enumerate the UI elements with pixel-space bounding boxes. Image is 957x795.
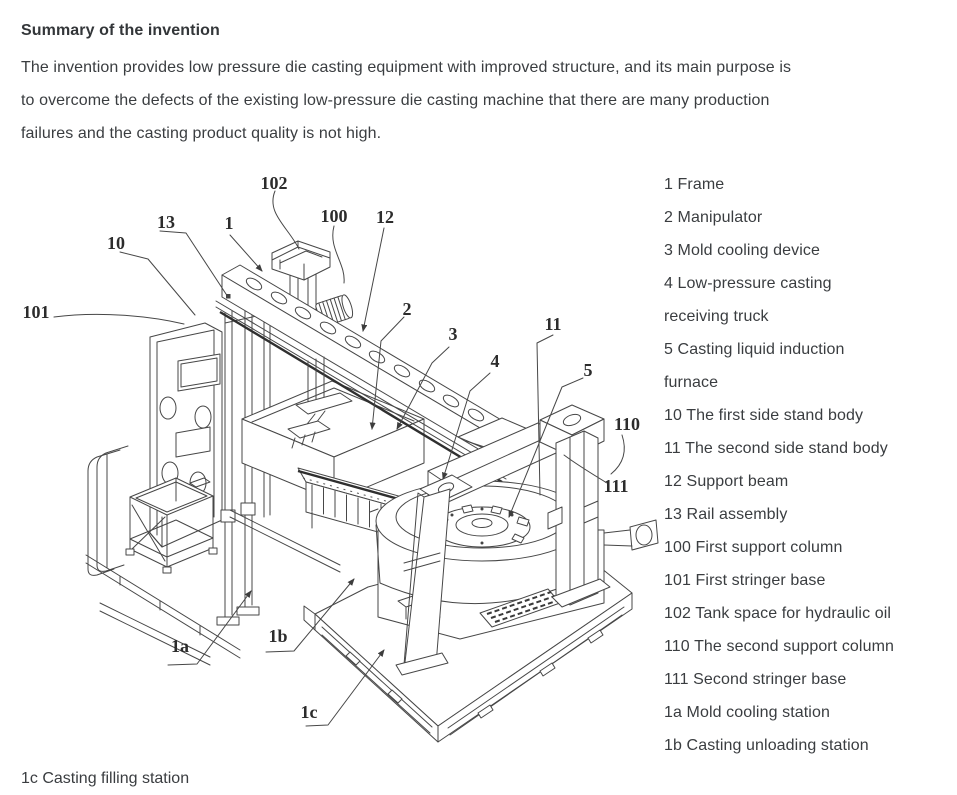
callout-4: 4 — [491, 351, 500, 371]
callout-100: 100 — [321, 206, 348, 226]
legend-line: 102 Tank space for hydraulic oil — [664, 605, 892, 622]
callout-11: 11 — [544, 314, 561, 334]
figure-leader-lines — [53, 190, 625, 727]
paragraph-line: The invention provides low pressure die … — [21, 59, 792, 76]
legend-line: 1b Casting unloading station — [664, 737, 869, 754]
leader-13 — [159, 230, 229, 298]
leader-111 — [563, 454, 608, 484]
figure-part-first-side-stand — [87, 322, 223, 576]
callout-1c: 1c — [301, 702, 318, 722]
leader-100 — [332, 225, 345, 284]
callout-1b: 1b — [268, 626, 287, 646]
callout-10: 10 — [107, 233, 125, 253]
leader-4 — [442, 372, 491, 480]
leader-10 — [119, 251, 196, 316]
legend-line: 110 The second support column — [664, 638, 895, 655]
legend-line: 100 First support column — [664, 539, 843, 556]
leader-101 — [53, 313, 185, 325]
legend-line: 13 Rail assembly — [664, 506, 788, 523]
figure-part-frame-posts — [179, 304, 271, 626]
callout-1a: 1a — [171, 636, 189, 656]
figure-part-mold-cooling-cart — [125, 477, 218, 574]
legend-line: 2 Manipulator — [664, 209, 763, 226]
section-title: Summary of the invention — [21, 22, 220, 40]
legend-line: 4 Low-pressure casting — [664, 275, 832, 292]
leader-1b — [265, 578, 355, 653]
figure-part-second-support-column — [547, 430, 611, 608]
callout-1: 1 — [225, 213, 234, 233]
legend-line: 5 Casting liquid induction — [664, 341, 845, 358]
reference-legend: 1 Frame 2 Manipulator 3 Mold cooling dev… — [664, 168, 952, 762]
leader-13-dot — [226, 294, 231, 299]
legend-line: receiving truck — [664, 308, 769, 325]
callout-5: 5 — [584, 360, 593, 380]
callout-3: 3 — [449, 324, 458, 344]
callout-101: 101 — [23, 302, 50, 322]
figure-part-rail-assembly — [215, 300, 507, 484]
legend-line: 111 Second stringer base — [664, 671, 847, 688]
callout-12: 12 — [376, 207, 394, 227]
leader-12 — [361, 227, 385, 332]
patent-figure: 102 13 1 100 12 10 101 2 3 4 11 5 110 11… — [0, 165, 660, 765]
callout-110: 110 — [614, 414, 640, 434]
legend-line: 1 Frame — [664, 176, 725, 193]
leader-102 — [272, 190, 300, 250]
figure-part-hydraulic-tank-cap — [271, 240, 331, 281]
figure-callouts: 102 13 1 100 12 10 101 2 3 4 11 5 110 11… — [23, 173, 641, 722]
patent-line-drawing: 102 13 1 100 12 10 101 2 3 4 11 5 110 11… — [23, 173, 659, 743]
leader-1a — [167, 590, 252, 666]
leader-5 — [508, 377, 584, 518]
callout-111: 111 — [603, 476, 628, 496]
leader-1c — [305, 649, 385, 727]
callout-13: 13 — [157, 212, 175, 232]
legend-line: 10 The first side stand body — [664, 407, 864, 424]
legend-line: 11 The second side stand body — [664, 440, 888, 457]
figure-part-floor-rails — [85, 554, 241, 666]
legend-line: furnace — [664, 374, 719, 391]
leader-110 — [610, 434, 625, 475]
legend-line: 1a Mold cooling station — [664, 704, 830, 721]
figure-part-manipulator — [287, 356, 353, 449]
callout-2: 2 — [403, 299, 412, 319]
legend-footer-note: 1c Casting filling station — [21, 770, 190, 787]
leader-1 — [229, 234, 263, 272]
callout-102: 102 — [261, 173, 288, 193]
summary-paragraph: The invention provides low pressure die … — [21, 51, 941, 150]
figure-part-support-beam — [221, 264, 531, 470]
paragraph-line: to overcome the defects of the existing … — [21, 92, 770, 109]
leader-3 — [396, 346, 450, 430]
legend-line: 101 First stringer base — [664, 572, 826, 589]
leader-2 — [369, 316, 405, 430]
paragraph-line: failures and the casting product quality… — [21, 125, 382, 142]
legend-line: 3 Mold cooling device — [664, 242, 820, 259]
legend-line: 12 Support beam — [664, 473, 789, 490]
